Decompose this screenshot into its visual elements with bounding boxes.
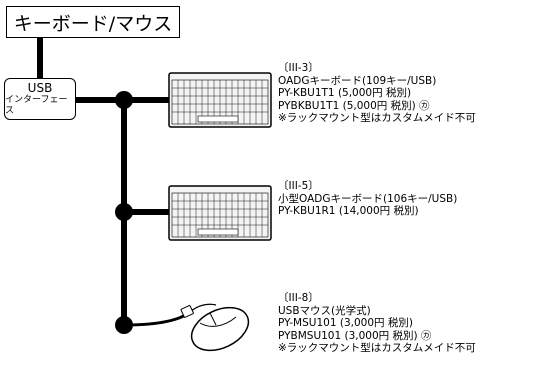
item-model-line: PYBKBU1T1 (5,000円 税別) ㋕ <box>278 99 430 112</box>
usb-label: USB <box>27 80 53 95</box>
junction-dot-1 <box>115 91 133 109</box>
junction-dot-3 <box>115 316 133 334</box>
item-name: USBマウス(光学式) <box>278 304 371 317</box>
item-model-line: PYBMSU101 (3,000円 税別) ㋕ <box>278 329 432 342</box>
mouse-icon <box>180 303 250 352</box>
usb-interface-label: インターフェース <box>5 94 68 116</box>
item-note: ※ラックマウント型はカスタムメイド不可 <box>278 342 476 354</box>
category-title-text: キーボード/マウス <box>13 12 173 35</box>
item-code: 〔III-5〕 <box>278 180 319 192</box>
mouse-description: 〔III-8〕 USBマウス(光学式) PY-MSU101 (3,000円 税別… <box>278 292 476 355</box>
junction-dot-2 <box>115 203 133 221</box>
item-note: ※ラックマウント型はカスタムメイド不可 <box>278 112 476 124</box>
item-model-line: PY-KBU1R1 (14,000円 税別) <box>278 205 419 217</box>
keyboard-icon <box>168 72 272 128</box>
item-model-line: PY-KBU1T1 (5,000円 税別) <box>278 87 412 99</box>
category-title: キーボード/マウス <box>6 6 180 38</box>
item-code: 〔III-3〕 <box>278 62 319 74</box>
compact-keyboard-description: 〔III-5〕 小型OADGキーボード(106キー/USB) PY-KBU1R1… <box>278 180 457 218</box>
item-name: 小型OADGキーボード(106キー/USB) <box>278 192 458 205</box>
item-name: OADGキーボード(109キー/USB) <box>278 74 437 87</box>
item-code: 〔III-8〕 <box>278 292 319 304</box>
usb-interface-box: USB インターフェース <box>4 78 76 120</box>
item-model-line: PY-MSU101 (3,000円 税別) <box>278 317 413 329</box>
keyboard-description: 〔III-3〕 OADGキーボード(109キー/USB) PY-KBU1T1 (… <box>278 62 476 125</box>
compact-keyboard-icon <box>168 185 272 241</box>
